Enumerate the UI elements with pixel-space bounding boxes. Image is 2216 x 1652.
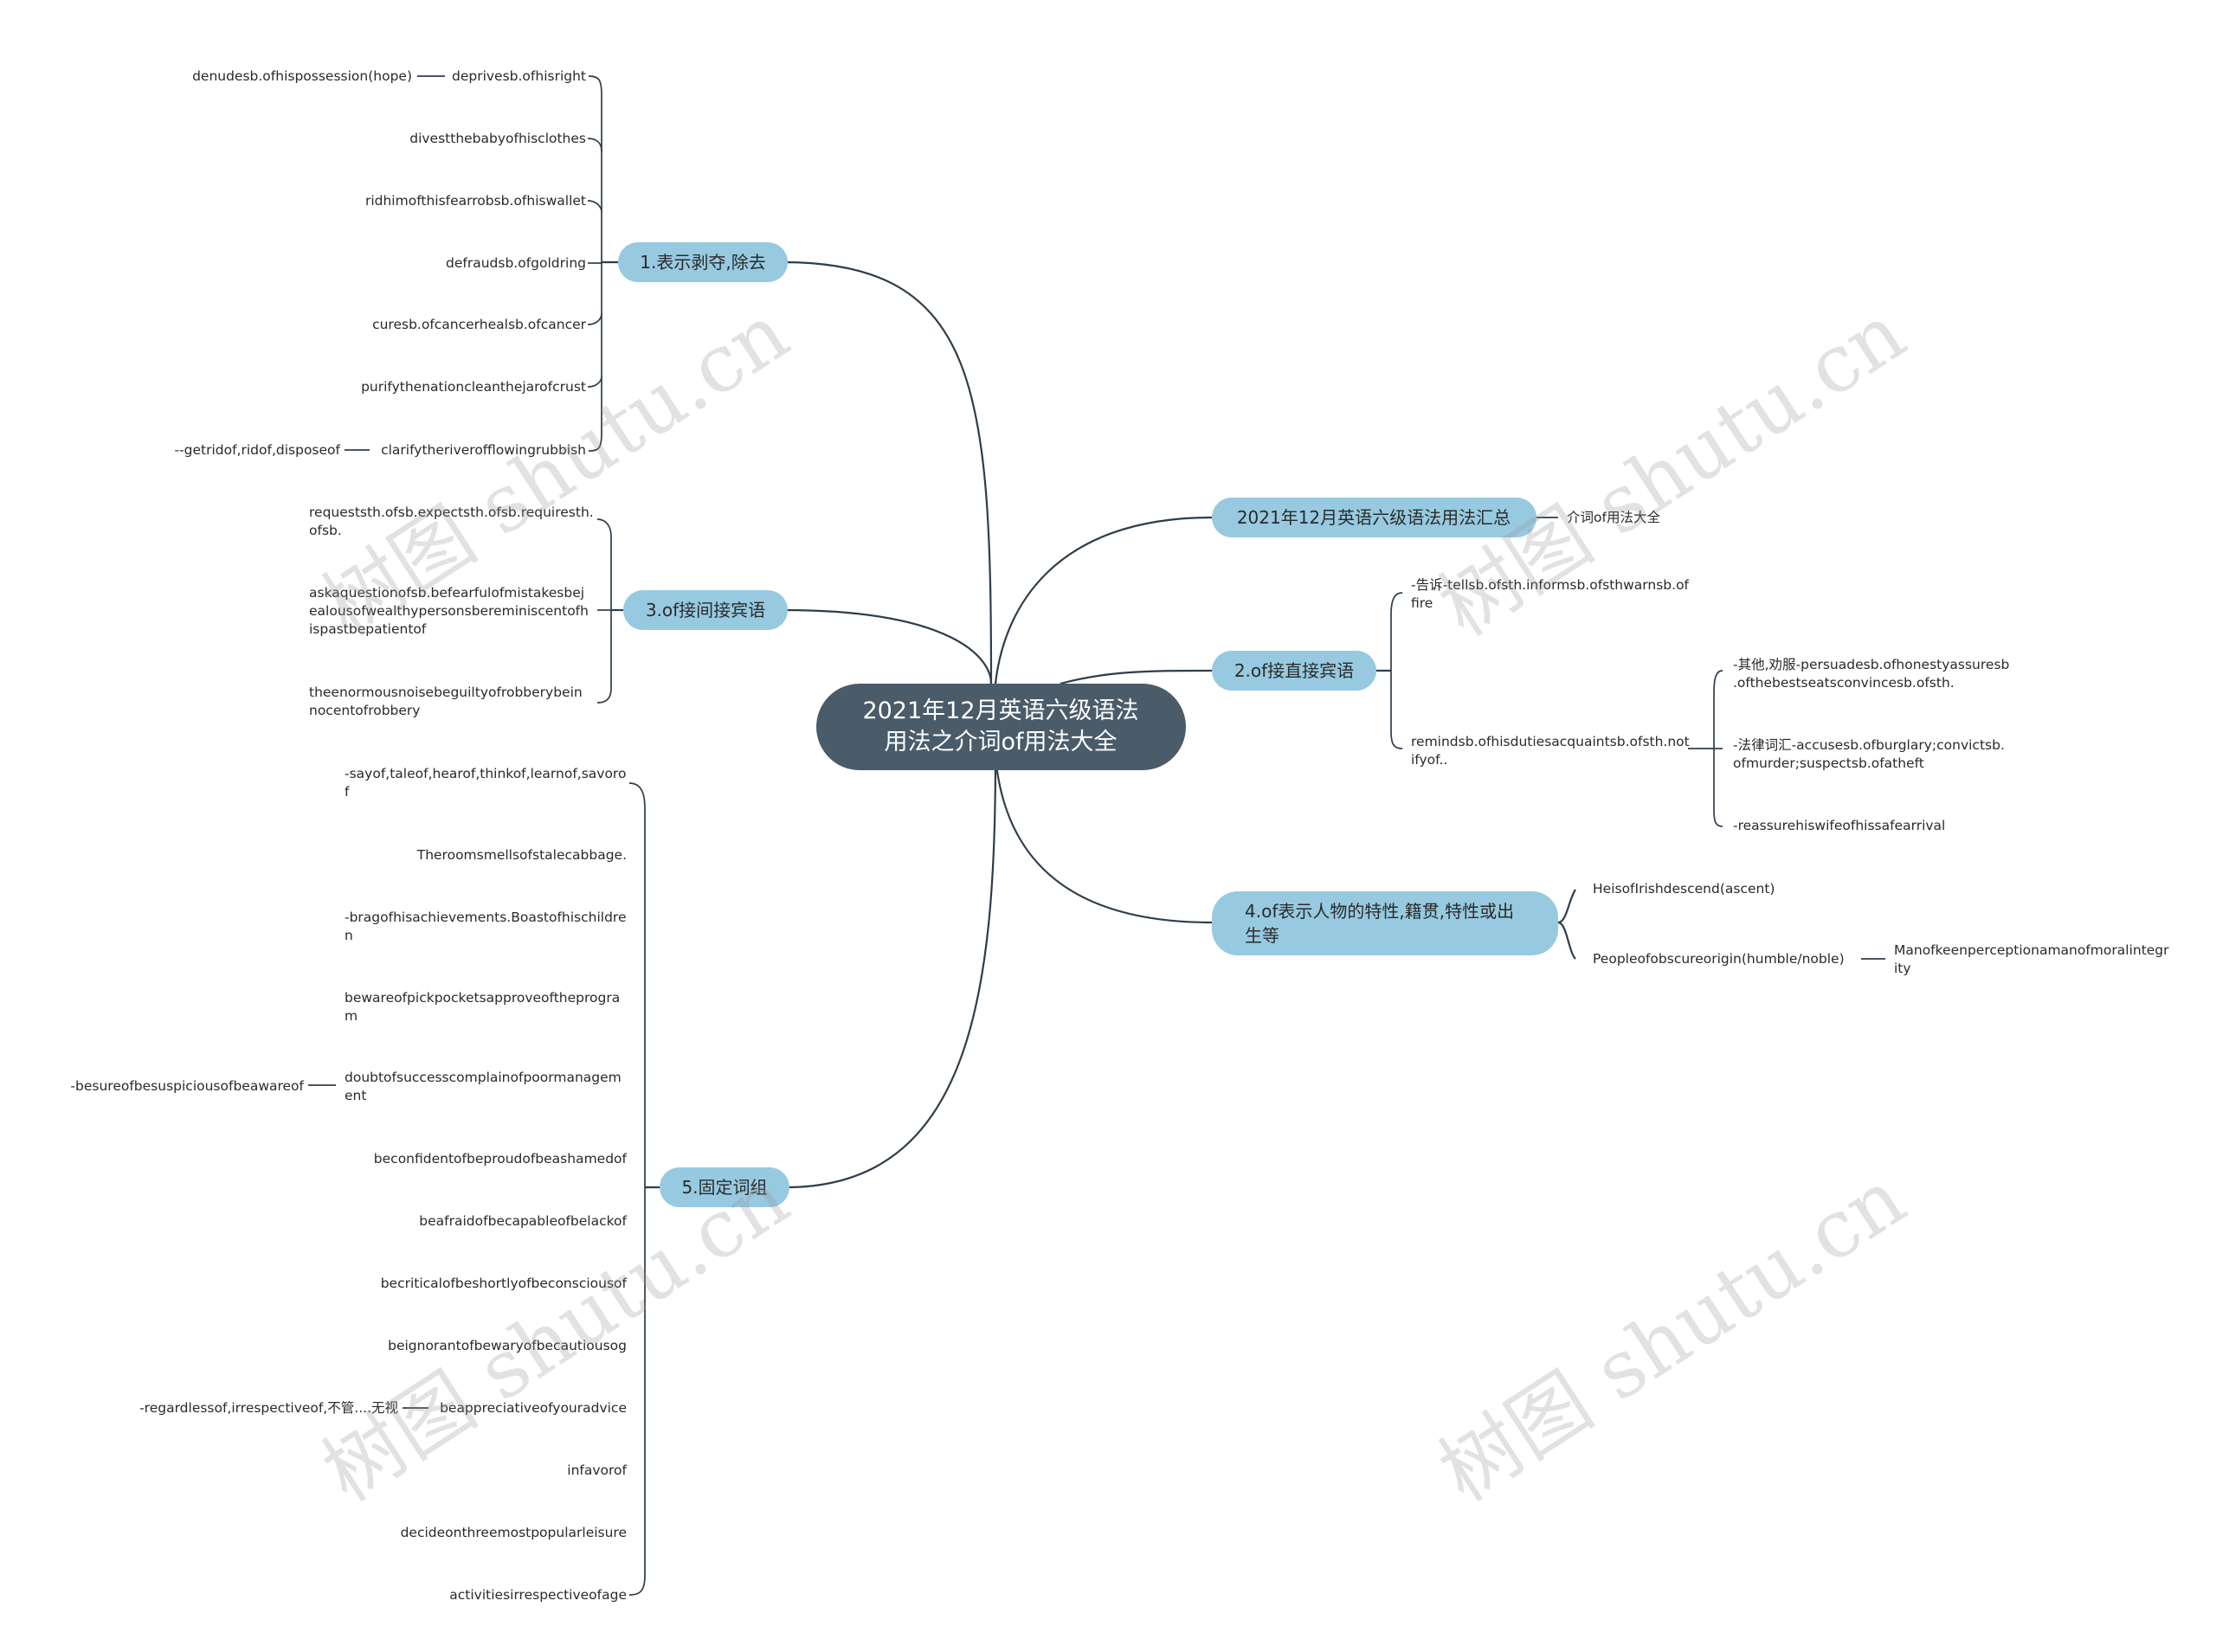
list-item: ent	[345, 1088, 366, 1103]
list-item: becriticalofbeshortlyofbeconsciousof	[381, 1276, 628, 1291]
list-item: clarifytheriverofflowingrubbish	[381, 442, 586, 458]
branch-b3-label: 3.of接间接宾语	[646, 600, 765, 620]
list-item: .ofthebestseatsconvincesb.ofsth.	[1733, 675, 1955, 691]
list-item: ofmurder;suspectsb.ofatheft	[1733, 755, 1924, 771]
branch-b1-label: 1.表示剥夺,除去	[640, 252, 765, 273]
b3-leaves: requeststh.ofsb.expectsth.ofsb.requirest…	[309, 505, 594, 718]
list-item: beappreciativeofyouradvice	[440, 1400, 627, 1416]
list-item: -reassurehiswifeofhissafearrival	[1733, 818, 1945, 833]
b5-leaves: -sayof,taleof,hearof,thinkof,learnof,sav…	[70, 766, 627, 1603]
b4-leaves: HeisofIrishdescend(ascent) Peopleofobscu…	[1593, 881, 2169, 976]
edge-root-b1	[783, 260, 993, 685]
branch-b4[interactable]: 4.of表示人物的特性,籍贯,特性或出 生等	[1212, 891, 1558, 955]
list-item: ridhimofthisfearrobsb.ofhiswallet	[365, 193, 586, 209]
b1-leaves: deprivesb.ofhisright divestthebabyofhisc…	[174, 68, 586, 458]
list-item: theenormousnoisebeguiltyofrobberybein	[309, 685, 583, 700]
root-title-line2: 用法之介词of用法大全	[884, 729, 1117, 755]
branch-b2[interactable]: 2.of接直接宾语	[1212, 651, 1376, 691]
list-item: -其他,劝服-persuadesb.ofhonestyassuresb	[1733, 657, 2009, 672]
list-item: fire	[1411, 595, 1433, 611]
list-item: requeststh.ofsb.expectsth.ofsb.requirest…	[309, 505, 594, 520]
branch-summary[interactable]: 2021年12月英语六级语法用法汇总	[1212, 498, 1536, 537]
list-item: n	[345, 928, 353, 943]
list-item: ofsb.	[309, 523, 342, 538]
list-item: ispastbepatientof	[309, 621, 427, 637]
branch-b4-label-line1: 4.of表示人物的特性,籍贯,特性或出	[1245, 901, 1514, 922]
list-item: -bragofhisachievements.Boastofhischildre	[345, 910, 627, 925]
list-item: deprivesb.ofhisright	[452, 68, 586, 84]
list-item-sub: -besureofbesuspiciousofbeawareof	[70, 1078, 304, 1094]
branch-b4-label-line2: 生等	[1245, 925, 1279, 946]
list-item: infavorof	[567, 1462, 627, 1478]
edge-root-b2	[1060, 669, 1213, 685]
edge-root-b3	[783, 608, 993, 685]
list-item: purifythenationcleanthejarofcrust	[361, 379, 586, 395]
list-item-sub: -regardlessof,irrespectiveof,不管....无视	[139, 1400, 398, 1416]
branch-b2-label: 2.of接直接宾语	[1234, 660, 1354, 681]
list-item: -sayof,taleof,hearof,thinkof,learnof,sav…	[345, 766, 626, 781]
list-item: bewareofpickpocketsapproveoftheprogra	[345, 990, 620, 1006]
edge-root-summary	[994, 516, 1213, 685]
list-item: beconfidentofbeproudofbeashamedof	[374, 1151, 628, 1167]
list-item: remindsb.ofhisdutiesacquaintsb.ofsth.not	[1411, 734, 1690, 749]
right-connectors	[1376, 517, 1885, 960]
list-item: askaquestionofsb.befearfulofmistakesbej	[309, 585, 584, 601]
list-item-sub: denudesb.ofhispossession(hope)	[192, 68, 412, 84]
list-item: ifyof..	[1411, 752, 1447, 768]
list-item: -法律词汇-accusesb.ofburglary;convictsb.	[1733, 737, 2005, 753]
list-item: beafraidofbecapableofbelackof	[419, 1213, 627, 1229]
list-item: m	[345, 1008, 358, 1024]
branch-summary-label: 2021年12月英语六级语法用法汇总	[1237, 507, 1511, 528]
b3-connectors	[596, 518, 623, 704]
b5-connectors	[308, 782, 660, 1596]
b1-connectors	[345, 75, 618, 452]
branch-b5[interactable]: 5.固定词组	[660, 1167, 789, 1207]
list-item: Manofkeenperceptionamanofmoralintegr	[1894, 942, 2169, 958]
root-node[interactable]: 2021年12月英语六级语法 用法之介词of用法大全	[816, 684, 1186, 770]
branch-b3[interactable]: 3.of接间接宾语	[623, 590, 788, 630]
branch-b5-label: 5.固定词组	[681, 1177, 767, 1198]
edge-root-b5	[785, 756, 997, 1189]
list-item: curesb.ofcancerhealsb.ofcancer	[372, 317, 587, 332]
list-item: ealousofwealthypersonsbereminiscentofh	[309, 603, 589, 619]
summary-leaves: 介词of用法大全	[1567, 510, 1660, 525]
list-item: decideonthreemostpopularleisure	[401, 1525, 627, 1540]
list-item: activitiesirrespectiveofage	[449, 1587, 627, 1603]
list-item: -告诉-tellsb.ofsth.informsb.ofsthwarnsb.of	[1411, 577, 1690, 593]
list-item: f	[345, 784, 350, 800]
list-item: Theroomsmellsofstalecabbage.	[416, 847, 627, 863]
list-item: HeisofIrishdescend(ascent)	[1593, 881, 1775, 897]
root-title-line1: 2021年12月英语六级语法	[862, 697, 1138, 724]
edge-root-b4	[994, 756, 1213, 924]
list-item: doubtofsuccesscomplainofpoormanagem	[345, 1070, 622, 1085]
list-item: ity	[1894, 961, 1911, 976]
b2-leaves: -告诉-tellsb.ofsth.informsb.ofsthwarnsb.of…	[1411, 577, 2009, 833]
list-item: 介词of用法大全	[1567, 510, 1660, 525]
list-item: divestthebabyofhisclothes	[409, 131, 586, 146]
list-item: beignorantofbewaryofbecautiousog	[388, 1338, 627, 1353]
list-item-sub: --getridof,ridof,disposeof	[174, 442, 340, 458]
main-connectors	[783, 260, 1213, 1189]
list-item: defraudsb.ofgoldring	[446, 255, 586, 271]
list-item: Peopleofobscureorigin(humble/noble)	[1593, 951, 1845, 967]
list-item: nocentofrobbery	[309, 703, 420, 718]
branch-b1[interactable]: 1.表示剥夺,除去	[618, 242, 788, 282]
